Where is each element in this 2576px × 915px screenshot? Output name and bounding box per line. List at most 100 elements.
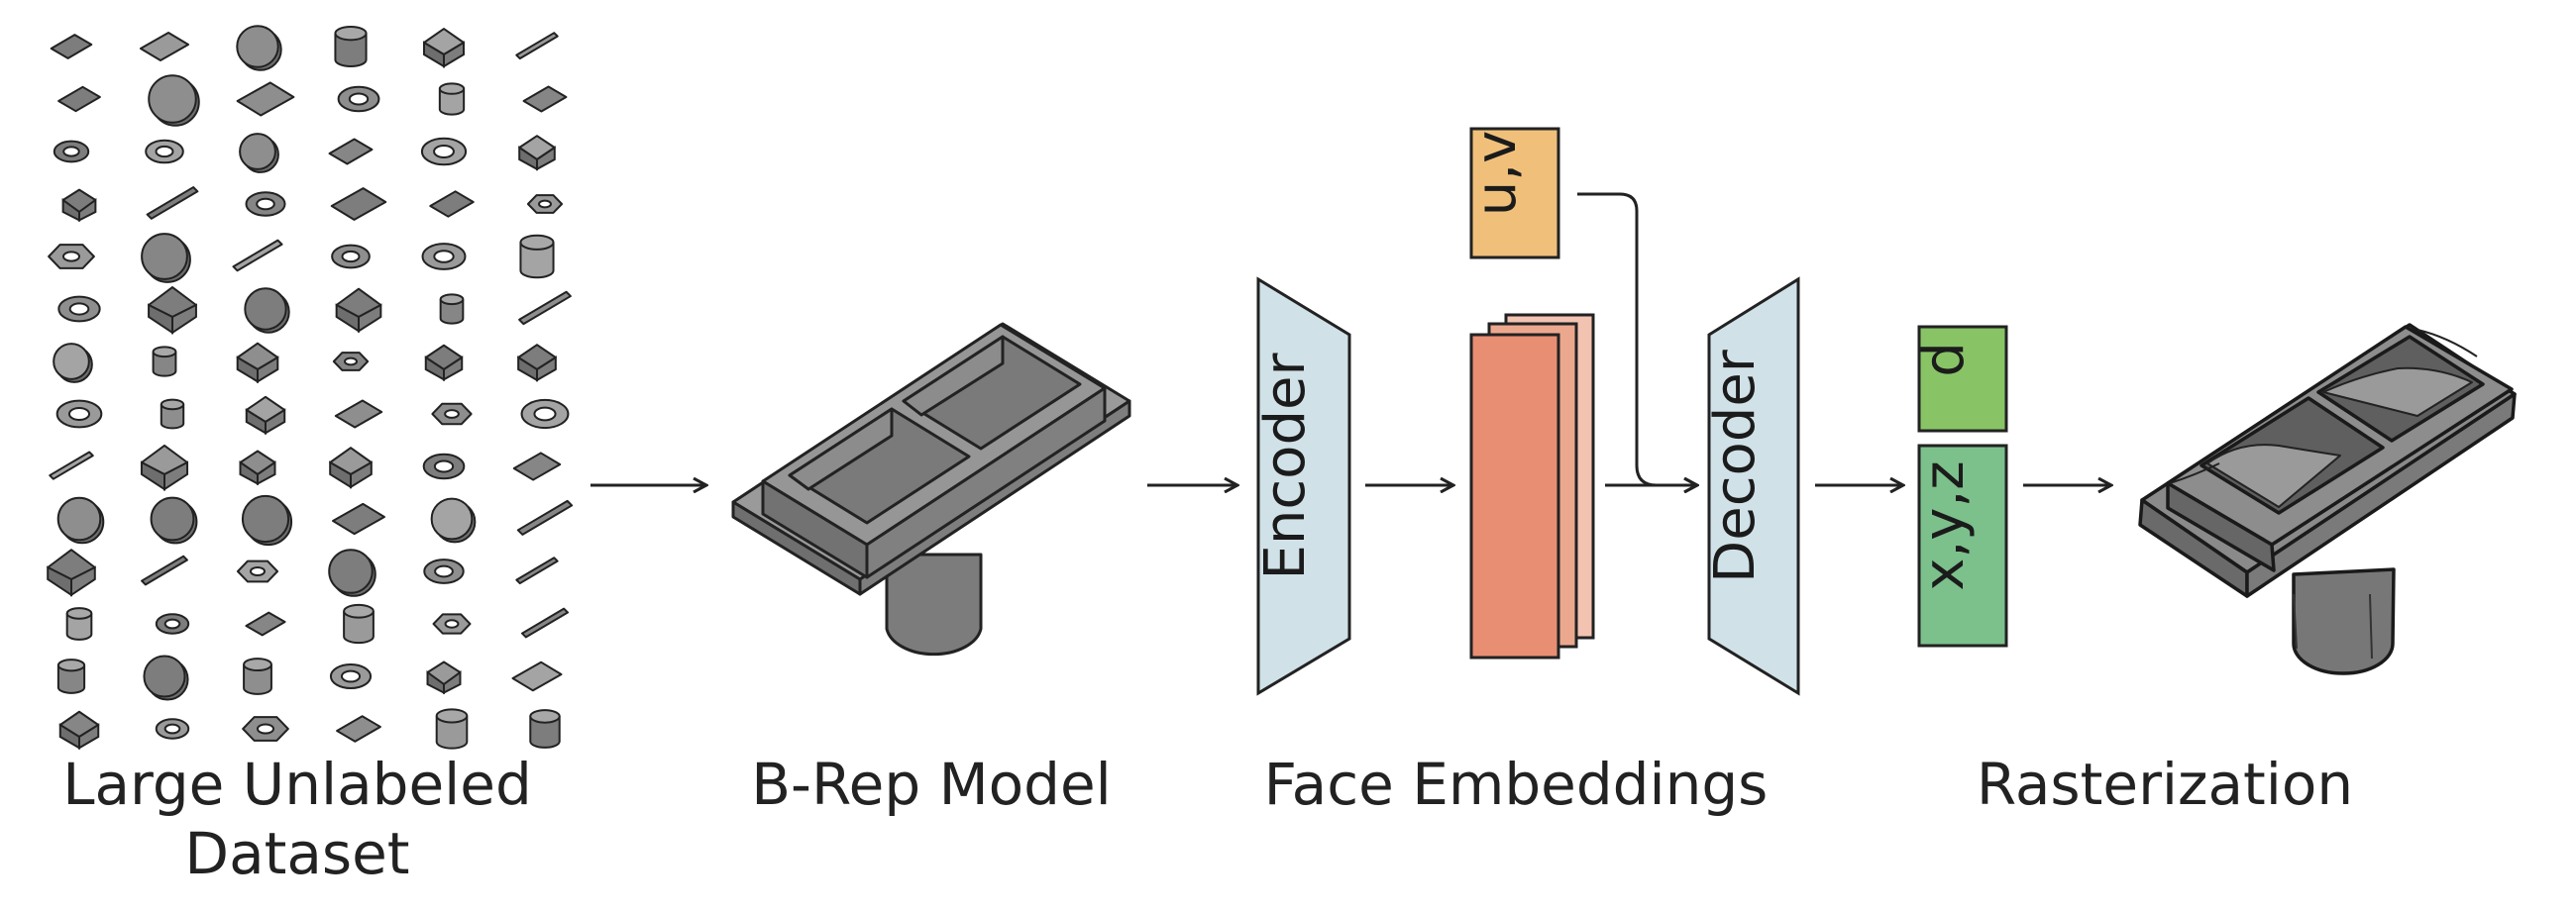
encoder-label: Encoder [1253,353,1318,580]
dataset-part-thumbnail [518,290,572,326]
dataset-part-thumbnail [517,344,557,382]
dataset-part-thumbnail [438,82,466,116]
dataset-part-thumbnail [331,244,371,269]
dataset-part-thumbnail [526,194,564,214]
dataset-part-thumbnail [58,710,100,750]
dataset-part-thumbnail [329,447,373,489]
dataset-part-thumbnail [236,25,282,71]
dataset-part-thumbnail [435,708,469,750]
face-embeddings-stack [1469,313,1595,660]
d-box [1917,325,2008,433]
dataset-part-thumbnail [65,607,93,641]
decoder-label: Decoder [1703,349,1768,583]
uv-box [1469,127,1560,259]
dataset-thumbnail-grid [47,25,574,750]
dataset-part-thumbnail [49,451,94,480]
dataset-part-thumbnail [239,450,276,486]
dataset-part-thumbnail [236,81,295,117]
dataset-part-thumbnail [336,715,381,743]
dataset-part-thumbnail [329,662,373,690]
dataset-label-line2: Dataset [184,820,409,887]
dataset-part-thumbnail [244,287,290,334]
brep-label: B-Rep Model [751,751,1112,818]
dataset-part-thumbnail [152,346,177,377]
dataset-part-thumbnail [512,452,562,481]
uv-connector-line [1577,192,1696,485]
dataset-part-thumbnail [245,191,286,217]
dataset-part-thumbnail [511,661,563,692]
dataset-part-thumbnail [332,352,370,371]
dataset-part-thumbnail [243,658,272,695]
dataset-label-line1: Large Unlabeled [62,751,532,818]
dataset-part-thumbnail [55,399,103,429]
dataset-part-thumbnail [515,32,559,60]
dataset-part-thumbnail [439,293,465,325]
xyz-box [1917,444,2008,648]
dataset-part-thumbnail [421,243,467,270]
dataset-part-thumbnail [53,343,93,383]
dataset-part-thumbnail [56,659,86,694]
dataset-part-thumbnail [334,399,383,429]
dataset-part-thumbnail [236,559,279,583]
brep-model-illustration [731,322,1131,657]
dataset-part-thumbnail [328,549,376,597]
dataset-part-thumbnail [423,28,465,68]
dataset-part-thumbnail [143,655,189,701]
dataset-part-thumbnail [529,709,561,749]
uv-label: u,v [1464,131,1529,216]
dataset-part-thumbnail [518,135,556,171]
dataset-part-thumbnail [61,188,97,223]
dataset-part-thumbnail [245,611,286,637]
dataset-part-thumbnail [160,398,185,430]
dataset-part-thumbnail [56,496,105,545]
dataset-part-thumbnail [242,716,289,742]
dataset-part-thumbnail [328,138,374,165]
dataset-part-thumbnail [141,233,191,283]
dataset-part-thumbnail [423,559,465,584]
d-label: d [1912,342,1977,377]
dataset-part-thumbnail [57,295,101,323]
dataset-part-thumbnail [515,557,559,585]
dataset-part-thumbnail [148,74,200,127]
dataset-part-thumbnail [155,613,190,635]
dataset-part-thumbnail [330,187,387,221]
dataset-part-thumbnail [47,549,96,597]
dataset-part-thumbnail [155,718,190,740]
dataset-part-thumbnail [335,287,382,334]
dataset-part-thumbnail [521,607,569,639]
embeddings-label: Face Embeddings [1264,751,1769,818]
dataset-part-thumbnail [424,344,464,381]
encoder-block [1256,276,1351,696]
dataset-part-thumbnail [337,85,380,113]
dataset-part-thumbnail [332,502,385,536]
dataset-part-thumbnail [140,444,189,491]
dataset-part-thumbnail [431,402,473,426]
dataset-part-thumbnail [422,453,466,480]
dataset-part-thumbnail [520,398,570,430]
dataset-part-thumbnail [241,494,293,547]
dataset-part-thumbnail [145,139,184,164]
dataset-part-thumbnail [146,186,199,220]
dataset-part-thumbnail [141,555,188,586]
dataset-part-thumbnail [432,613,472,635]
dataset-part-thumbnail [516,499,574,536]
dataset-part-thumbnail [343,603,375,645]
dataset-part-thumbnail [334,25,368,67]
dataset-part-thumbnail [245,395,286,435]
dataset-part-thumbnail [232,239,283,272]
dataset-part-thumbnail [430,497,477,544]
dataset-part-thumbnail [519,234,555,279]
raster-label: Rasterization [1977,751,2353,818]
dataset-part-thumbnail [150,496,198,545]
xyz-label: x,y,z [1912,460,1977,590]
dataset-part-thumbnail [57,85,101,113]
dataset-part-thumbnail [429,190,475,218]
rasterized-model-illustration [2138,323,2517,675]
dataset-part-thumbnail [236,342,279,384]
dataset-part-thumbnail [239,133,279,173]
dataset-part-thumbnail [420,137,468,166]
dataset-part-thumbnail [139,31,190,62]
dataset-part-thumbnail [148,286,197,335]
dataset-part-thumbnail [53,140,90,163]
dataset-part-thumbnail [426,661,462,695]
